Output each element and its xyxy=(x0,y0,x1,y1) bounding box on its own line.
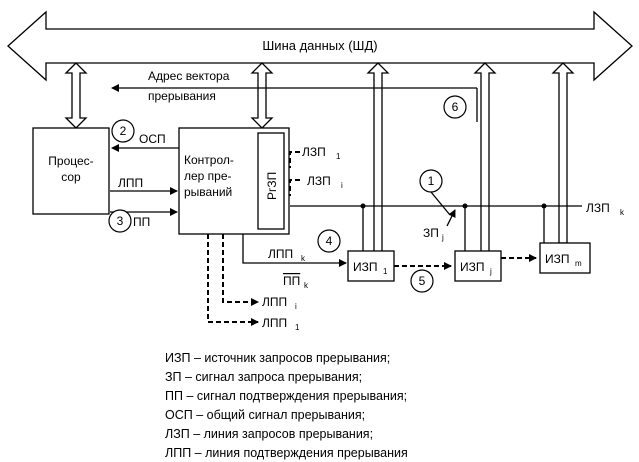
legend-line-6: ЛПП – линия подтверждения прерывания xyxy=(165,446,408,460)
pp-label: ПП xyxy=(133,215,150,229)
lppi-line xyxy=(222,234,259,306)
lppi-label: ЛПП xyxy=(262,295,287,309)
lppk-subscript: k xyxy=(301,254,306,263)
controller-label-1: Контрол- xyxy=(184,153,234,167)
request-register-label: РгЗП xyxy=(265,172,279,200)
sourcem-bus-link xyxy=(551,62,575,244)
vector-address-label-2: прерывания xyxy=(148,89,216,103)
lzpk-label: ЛЗП xyxy=(586,201,610,215)
legend-line-3: ПП – сигнал подтверждения прерывания; xyxy=(165,389,407,403)
source-m-label: ИЗП xyxy=(545,252,570,266)
controller-label-3: рываний xyxy=(184,185,232,199)
step-3-label: 3 xyxy=(117,214,124,228)
lzp1-line xyxy=(289,151,300,168)
source-j-label: ИЗП xyxy=(460,260,485,274)
step-4-label: 4 xyxy=(326,234,333,248)
step-5-marker xyxy=(410,269,434,293)
zpj-arrow xyxy=(446,209,456,227)
zpj-label: ЗП xyxy=(423,226,439,240)
controller-bus-link xyxy=(250,62,274,129)
step-2-label: 2 xyxy=(120,124,127,138)
lpp1-label: ЛПП xyxy=(262,316,287,330)
ppk-label: ПП xyxy=(283,274,300,288)
lpp-label: ЛПП xyxy=(118,176,143,190)
lzpi-line xyxy=(289,179,300,196)
step-6-marker xyxy=(443,95,467,119)
lzp1-subscript: 1 xyxy=(336,152,341,161)
step-5-label: 5 xyxy=(419,274,426,288)
step-4-marker xyxy=(317,229,341,253)
lzp1-label: ЛЗП xyxy=(302,145,326,159)
source-1-subscript: 1 xyxy=(383,267,388,276)
processor-block xyxy=(32,127,110,215)
source-j-subscript: j xyxy=(489,267,492,276)
source-block-m xyxy=(539,242,591,274)
data-bus xyxy=(7,10,633,82)
processor-label-1: Процес- xyxy=(48,154,93,168)
zpj-subscript: j xyxy=(441,233,444,242)
vector-address-label-1: Адрес вектора xyxy=(148,69,230,83)
step-6-label: 6 xyxy=(452,100,459,114)
lppi-subscript: i xyxy=(295,302,297,311)
source-block-j xyxy=(454,250,502,282)
lppk-line xyxy=(242,234,347,267)
legend-line-1: ИЗП – источник запросов прерывания; xyxy=(165,351,390,365)
lppk-label: ЛПП xyxy=(268,247,293,261)
processor-bus-link xyxy=(64,62,88,129)
step-1-label: 1 xyxy=(428,174,435,188)
legend-line-4: ОСП – общий сигнал прерывания; xyxy=(165,408,365,422)
processor-label-2: сор xyxy=(61,170,81,184)
source-1-label: ИЗП xyxy=(353,260,378,274)
controller-label-2: лер пре- xyxy=(184,169,232,183)
step-3-marker xyxy=(108,209,132,233)
source1-bus-link xyxy=(366,62,390,259)
source-m-subscript: m xyxy=(575,259,582,268)
data-bus-label: Шина данных (ШД) xyxy=(262,38,377,53)
lpp1-subscript: 1 xyxy=(295,323,300,332)
lzpk-subscript: k xyxy=(620,208,625,217)
request-register xyxy=(257,132,285,230)
lpp1-line xyxy=(207,234,259,326)
step-1-pointer xyxy=(430,191,451,216)
lzpi-label: ЛЗП xyxy=(307,174,331,188)
legend-line-2: ЗП – сигнал запроса прерывания; xyxy=(165,370,362,384)
lzpi-subscript: i xyxy=(341,181,343,190)
ppk-subscript: k xyxy=(304,281,309,290)
osp-label: ОСП xyxy=(139,132,166,146)
legend-line-5: ЛЗП – линия запросов прерывания; xyxy=(165,427,373,441)
sourcej-bus-link xyxy=(473,62,497,259)
step-2-marker xyxy=(111,119,135,143)
